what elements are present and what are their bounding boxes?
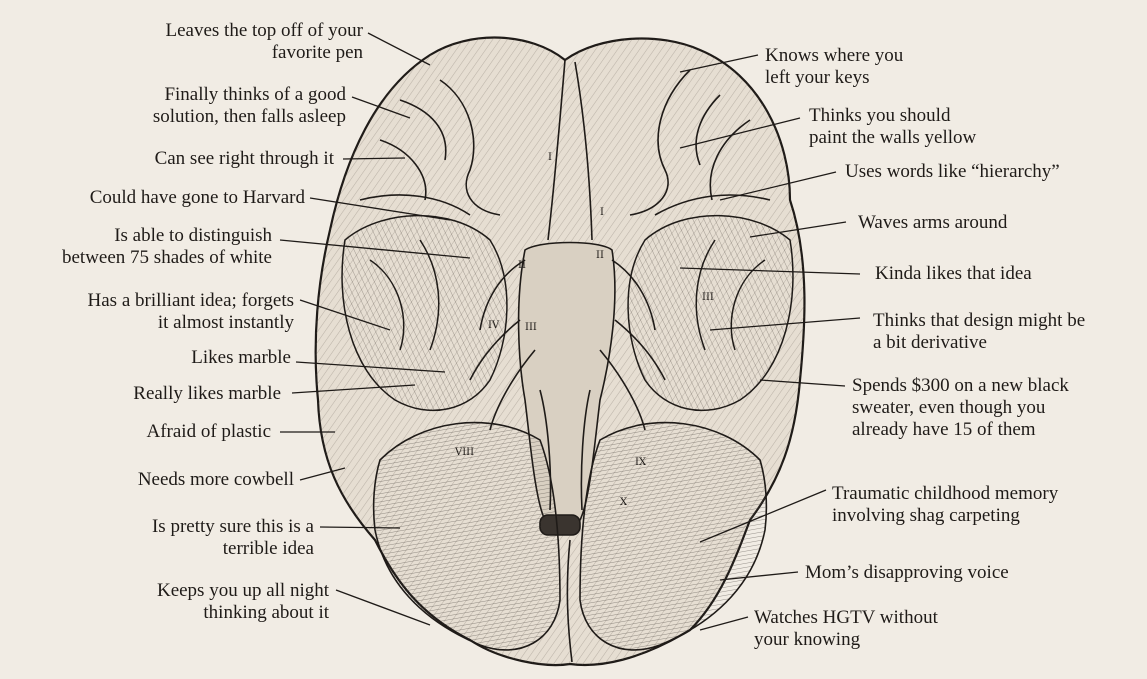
cerebellum xyxy=(372,421,768,663)
label-mom: Mom’s disapproving voice xyxy=(805,562,1009,583)
numeral: X xyxy=(620,497,628,508)
numeral: III xyxy=(702,292,714,303)
temporal-lobes xyxy=(341,214,794,412)
numeral: I xyxy=(548,152,552,163)
numeral: IX xyxy=(635,457,647,468)
label-reallymarble: Really likes marble xyxy=(133,383,281,404)
numeral: III xyxy=(525,322,537,333)
label-plastic: Afraid of plastic xyxy=(146,421,271,442)
numeral: VIII xyxy=(454,447,474,458)
numeral: I xyxy=(600,207,604,218)
numeral: IV xyxy=(488,320,500,331)
label-seethrough: Can see right through it xyxy=(154,148,334,169)
numeral: II xyxy=(596,250,604,261)
label-cowbell: Needs more cowbell xyxy=(137,469,294,490)
label-arms: Waves arms around xyxy=(858,212,1008,233)
numeral: II xyxy=(518,260,526,271)
label-harvard: Could have gone to Harvard xyxy=(89,187,305,208)
nerve-numerals: I I II II III III IV VIII X IX xyxy=(454,152,714,508)
label-marble: Likes marble xyxy=(191,347,291,368)
label-hierarchy: Uses words like “hierarchy” xyxy=(845,161,1060,182)
label-likes: Kinda likes that idea xyxy=(875,263,1032,284)
frontal-lobes xyxy=(359,59,771,241)
leader-lines xyxy=(279,32,861,631)
